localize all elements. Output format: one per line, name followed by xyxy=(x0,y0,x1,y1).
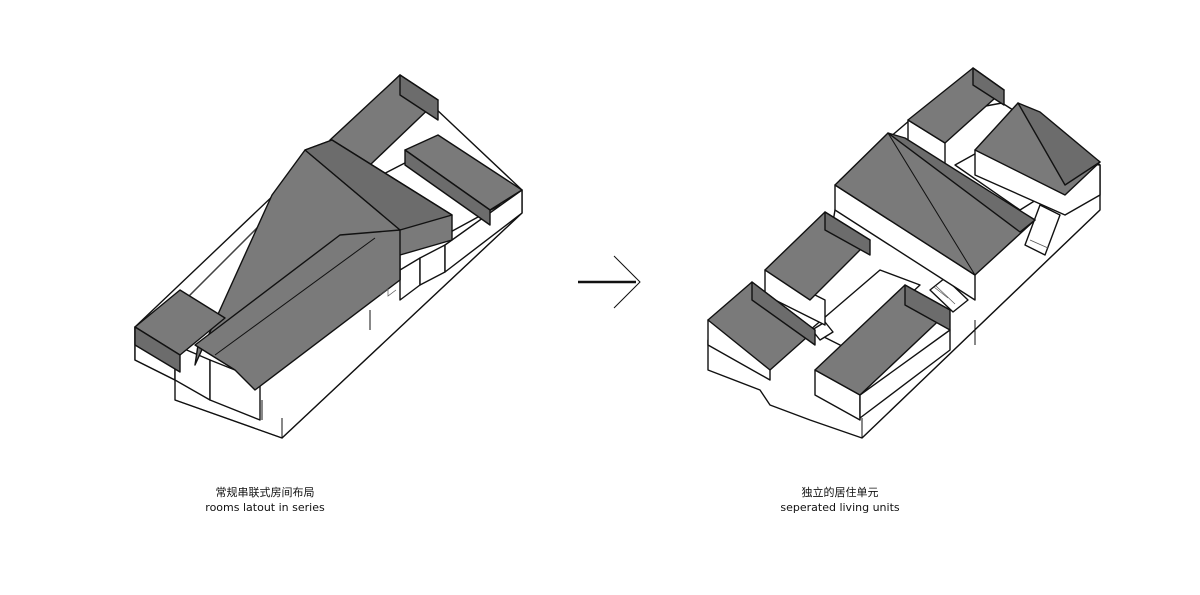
right-stairs xyxy=(811,204,1061,341)
right-unit-front-right xyxy=(814,284,951,421)
right-axonometric-building xyxy=(707,67,1101,439)
left-stair xyxy=(379,288,397,297)
left-axonometric-building xyxy=(134,74,523,439)
right-unit-front-left xyxy=(707,281,816,381)
right-caption-chinese: 独立的居住单元 xyxy=(801,486,879,499)
left-caption-english: rooms latout in series xyxy=(205,501,325,514)
right-unit-left-middle xyxy=(764,211,871,326)
transition-arrow xyxy=(578,255,641,309)
left-caption: 常规串联式房间布局 rooms latout in series xyxy=(160,485,370,515)
right-caption-english: seperated living units xyxy=(780,501,900,514)
right-unit-top-right xyxy=(974,102,1101,216)
left-roofs xyxy=(134,74,523,391)
left-caption-chinese: 常规串联式房间布局 xyxy=(215,486,315,499)
right-unit-central xyxy=(834,132,1036,301)
right-caption: 独立的居住单元 seperated living units xyxy=(735,485,945,515)
